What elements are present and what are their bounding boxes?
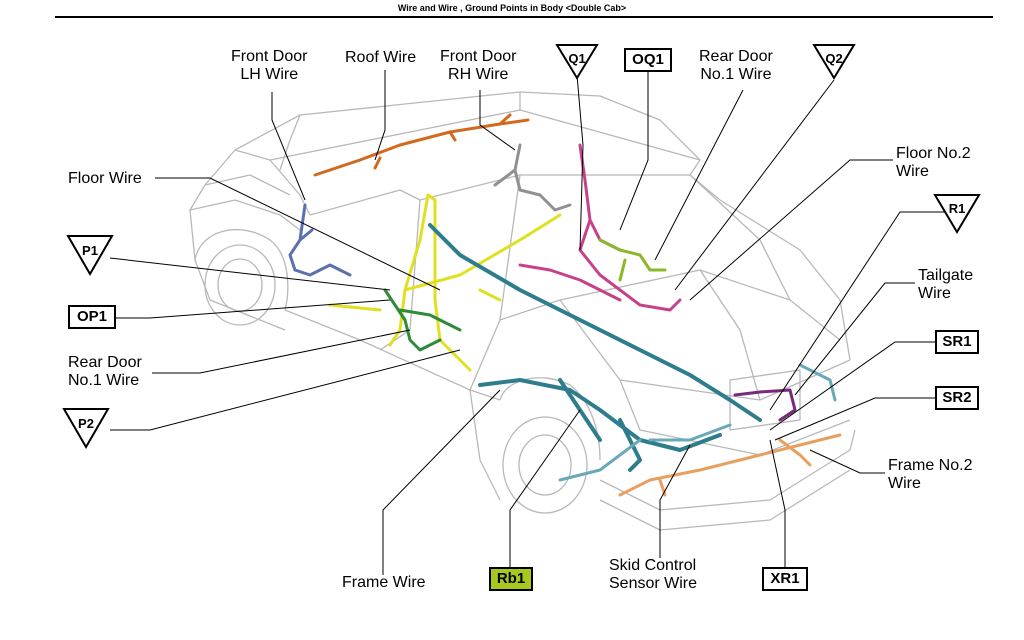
leader-rear-door-right [654, 89, 744, 261]
frame-wire-harness [428, 223, 762, 472]
frame-wire-branch [558, 363, 837, 482]
label-rear-door-no1-wire-right: Rear Door No.1 Wire [699, 48, 773, 83]
wire-harnesses [288, 113, 842, 497]
leader-op1 [116, 299, 391, 319]
label-frame-wire: Frame Wire [342, 574, 426, 591]
leader-sr2 [774, 397, 935, 441]
connector-oq1: OQ1 [624, 48, 672, 72]
roof-wire-harness [313, 113, 530, 177]
connector-sr1: SR1 [935, 330, 979, 354]
ground-point-q1: Q1 [555, 44, 599, 80]
ground-point-q1-label: Q1 [568, 51, 585, 66]
vehicle-outline [189, 91, 856, 531]
leader-q1 [576, 74, 584, 251]
ground-point-p1-label: P1 [82, 243, 98, 258]
leader-lines [109, 70, 945, 575]
ground-point-q2: Q2 [812, 44, 856, 80]
label-front-door-rh-wire: Front Door RH Wire [440, 48, 517, 83]
leader-xr1 [769, 439, 786, 567]
ground-point-q2-label: Q2 [825, 51, 842, 66]
leader-frame-wire [382, 389, 501, 575]
label-front-door-lh-wire: Front Door LH Wire [231, 48, 308, 83]
ground-point-p2: P2 [62, 408, 110, 449]
leader-floor-no2 [689, 159, 893, 301]
front-door-lh-wire-harness [288, 203, 352, 277]
title-rule [55, 16, 993, 18]
leader-p2 [110, 349, 461, 431]
leader-oq1 [619, 72, 649, 231]
floor-no2-wire-harness [518, 143, 682, 312]
leader-floor-wire [155, 177, 441, 291]
label-skid-control-sensor-wire: Skid Control Sensor Wire [609, 557, 698, 592]
ground-point-p1: P1 [66, 235, 114, 276]
rear-door-no1-wire-right-harness [598, 238, 667, 282]
leader-skid-control [659, 444, 691, 558]
connector-xr1: XR1 [762, 567, 808, 591]
label-tailgate-wire: Tailgate Wire [918, 267, 974, 302]
label-floor-no2-wire: Floor No.2 Wire [896, 145, 971, 180]
label-floor-wire: Floor Wire [68, 170, 142, 187]
leader-q2 [674, 79, 835, 291]
connector-rb1: Rb1 [489, 567, 533, 591]
ground-point-r1: R1 [933, 194, 981, 234]
label-rear-door-no1-wire-left: Rear Door No.1 Wire [68, 354, 142, 389]
label-frame-no2-wire: Frame No.2 Wire [888, 457, 973, 492]
page-title: Wire and Wire , Ground Points in Body <D… [397, 3, 627, 13]
leader-p1 [109, 257, 391, 291]
label-roof-wire: Roof Wire [345, 49, 417, 66]
leader-frame-no2 [809, 449, 885, 474]
front-door-rh-wire-harness [493, 143, 572, 212]
tailgate-wire-harness [733, 388, 797, 422]
leader-r1 [769, 211, 945, 411]
floor-wire-harness [328, 193, 562, 372]
leader-tailgate [794, 282, 915, 396]
leader-front-door-rh [479, 90, 516, 151]
leader-rb1 [509, 409, 581, 567]
rear-door-no1-wire-harness [383, 288, 462, 352]
ground-point-r1-label: R1 [949, 201, 966, 216]
ground-point-p2-label: P2 [78, 416, 94, 431]
connector-sr2: SR2 [935, 386, 979, 410]
connector-op1: OP1 [68, 305, 116, 329]
leader-rear-door-left [152, 329, 411, 374]
leader-front-door-lh [271, 92, 306, 201]
leader-sr1 [769, 341, 935, 431]
leader-roof-wire [374, 70, 386, 161]
